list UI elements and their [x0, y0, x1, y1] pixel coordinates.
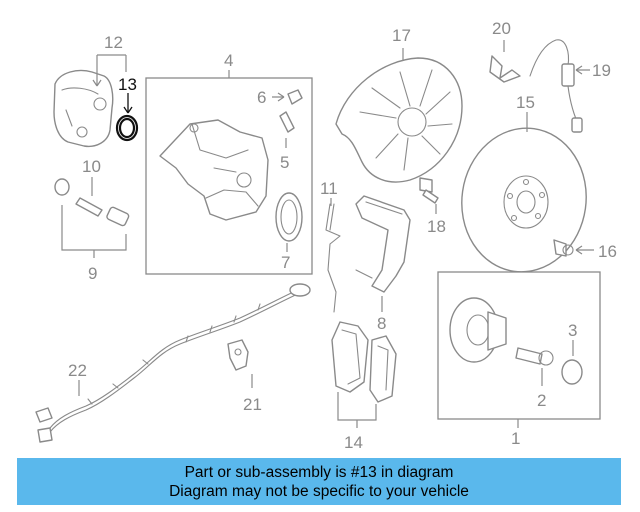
part-8-caliper-bracket[interactable] — [355, 195, 411, 293]
part-7-piston-seal[interactable] — [275, 192, 303, 242]
parts-diagram: 12 13 10 9 4 7 6 5 — [35, 19, 617, 452]
part-9-guide-pin-kit[interactable] — [54, 178, 130, 227]
part-18-bolt[interactable] — [419, 177, 439, 204]
leader-12 — [92, 54, 127, 87]
label-10: 10 — [82, 157, 101, 176]
leader-13 — [123, 93, 133, 114]
part-21-sensor-bracket[interactable] — [227, 339, 249, 371]
label-15: 15 — [516, 93, 535, 112]
label-21: 21 — [243, 395, 262, 414]
leader-9 — [61, 205, 127, 258]
leader-19 — [575, 65, 590, 75]
part-13-seal-ring[interactable] — [115, 114, 139, 142]
part-19-brake-hose[interactable] — [529, 39, 583, 133]
label-2: 2 — [537, 391, 546, 410]
part-1-wheel-hub[interactable] — [449, 297, 507, 363]
part-12-caliper-housing[interactable] — [53, 69, 114, 148]
part-22-abs-sensor-harness[interactable] — [35, 283, 311, 443]
part-14-brake-pads[interactable] — [331, 321, 397, 403]
label-18: 18 — [427, 217, 446, 236]
label-8: 8 — [377, 314, 386, 333]
leader-6 — [272, 92, 285, 102]
label-12: 12 — [104, 33, 123, 52]
label-13: 13 — [118, 75, 137, 94]
banner-line-2: Diagram may not be specific to your vehi… — [169, 482, 469, 500]
label-16: 16 — [598, 242, 617, 261]
label-1: 1 — [511, 429, 520, 448]
label-14: 14 — [344, 433, 363, 452]
label-11: 11 — [320, 179, 338, 198]
part-17-splash-shield[interactable] — [335, 57, 463, 183]
label-9: 9 — [88, 264, 97, 283]
label-22: 22 — [68, 361, 87, 380]
part-4-caliper[interactable] — [159, 119, 269, 221]
label-5: 5 — [280, 153, 289, 172]
part-15-brake-rotor[interactable] — [453, 120, 596, 280]
part-3-dust-cap[interactable] — [561, 359, 583, 385]
box-1-hub-assembly — [437, 271, 601, 420]
part-6-bleeder-cap[interactable] — [287, 89, 303, 105]
leader-14 — [337, 392, 377, 428]
label-19: 19 — [592, 61, 611, 80]
part-2-hub-bolt[interactable] — [515, 347, 554, 366]
banner-line-1: Part or sub-assembly is #13 in diagram — [184, 463, 454, 481]
info-banner: Part or sub-assembly is #13 in diagram D… — [17, 458, 621, 505]
label-3: 3 — [568, 321, 577, 340]
label-6: 6 — [257, 88, 266, 107]
label-20: 20 — [492, 19, 511, 38]
part-16-rotor-screw[interactable] — [553, 239, 574, 257]
label-17: 17 — [392, 26, 411, 45]
label-7: 7 — [281, 253, 290, 272]
part-5-bleeder-screw[interactable] — [279, 111, 295, 133]
leader-16 — [575, 245, 594, 255]
label-4: 4 — [224, 51, 233, 70]
part-11-wear-sensor[interactable] — [325, 203, 341, 313]
part-20-hose-clip[interactable] — [489, 55, 521, 83]
